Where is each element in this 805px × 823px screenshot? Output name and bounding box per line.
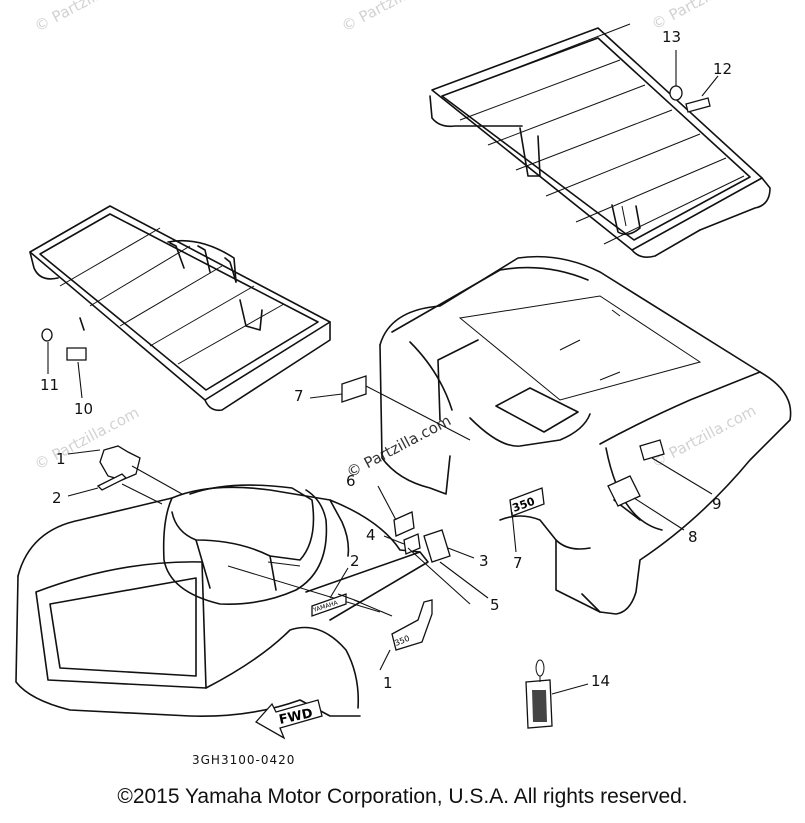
callout-14: 14 [591,672,610,690]
callout-7: 7 [513,554,523,572]
callout-3: 3 [479,552,489,570]
diagram-code: 3GH3100-0420 [192,753,295,767]
watermark-center: © Partzilla.com [343,411,454,481]
decal-8 [607,475,641,507]
leader-lines [47,50,719,695]
callout-9: 9 [712,495,722,513]
model-decal-350 [509,487,545,517]
decal-6 [393,511,415,537]
yamaha-decal [311,593,347,617]
emblem-decal-lower [391,599,433,651]
callout-6: 6 [346,472,356,490]
callout-2: 2 [350,552,360,570]
callout-1: 1 [383,674,393,692]
callouts: 1 1 2 2 3 4 5 6 7 7 8 9 10 11 12 13 14 [40,28,732,692]
callout-12: 12 [713,60,732,78]
fwd-arrow-text: FWD [278,706,315,728]
fwd-arrow-decal [254,699,323,740]
callout-7: 7 [294,387,304,405]
callout-11: 11 [40,376,59,394]
rear-carrier [429,23,771,258]
decals: 350 YAMAHA 350 FWD [41,85,711,740]
strip-decal-top [96,473,128,491]
decal-9 [639,439,665,461]
decal-10 [66,347,87,361]
callout-2: 2 [52,489,62,507]
front-carrier [29,205,331,412]
decal-4 [403,533,421,555]
decal-12 [685,97,711,113]
copyright-notice: ©2015 Yamaha Motor Corporation, U.S.A. A… [117,785,688,808]
emblem-13 [669,85,683,101]
callout-5: 5 [490,596,500,614]
decal-3 [423,529,451,563]
emblem-11 [41,328,53,342]
callout-4: 4 [366,526,376,544]
watermark: © Partzilla.com [31,0,142,36]
watermark: © Partzilla.com [338,0,449,36]
callout-13: 13 [662,28,681,46]
emblem-decal-top [99,445,141,481]
callout-8: 8 [688,528,698,546]
callout-1: 1 [56,450,66,468]
front-fender [15,484,429,717]
decal-7-upper [341,375,367,403]
callout-10: 10 [74,400,93,418]
rear-fender [379,255,792,615]
